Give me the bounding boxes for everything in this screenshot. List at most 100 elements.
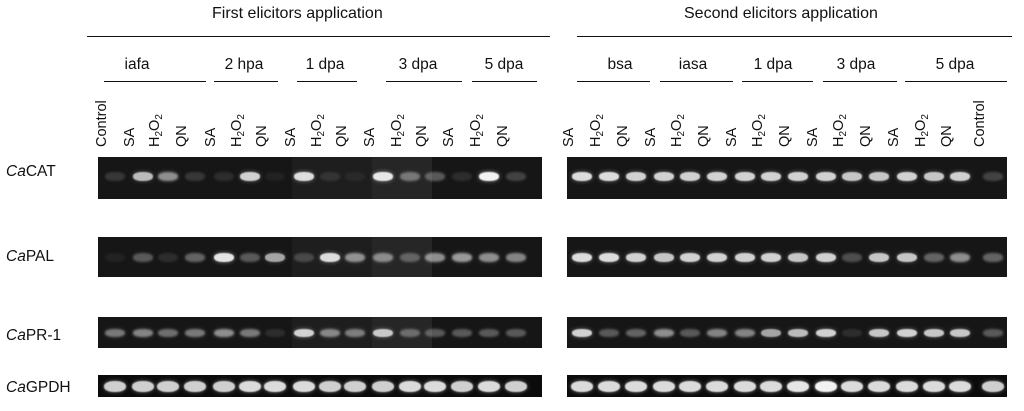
gel-band [506,171,526,181]
first-group-label: 2 hpa [224,56,264,73]
gel-band [983,252,1003,262]
gel-band [572,171,592,181]
gel-band [654,171,674,181]
gel-band [452,171,472,181]
gel-band [372,380,394,392]
gel-band [897,171,917,181]
gel-band [320,328,340,337]
gel-band [679,380,701,392]
gel-band [707,252,727,262]
gene-prefix: Ca [6,163,26,180]
gel-band [213,380,235,392]
second-gel-strip [567,375,1007,397]
lane-label-text: SA [561,127,577,147]
gel-band [133,252,153,262]
lane-label-text: SA [283,127,299,147]
lane-label-text: SA [122,127,138,147]
lane-label-text: H2O2 [588,114,606,147]
gel-band [240,328,260,337]
gel-band [345,328,365,337]
gel-band [320,252,340,262]
gel-band [319,380,341,392]
gel-band [896,380,918,392]
gel-band [451,380,473,392]
lane-label-text: QN [696,125,712,147]
first-application-header: First elicitors application [212,5,383,22]
lane-label-text: QN [414,125,430,147]
gel-band [105,328,125,337]
gel-band [816,171,836,181]
gel-band [294,328,314,337]
gel-band [869,252,889,262]
first-gel-strip [98,317,542,348]
second-group-label: 1 dpa [753,56,793,73]
second-header-rule [577,36,1012,37]
first-group-rule [214,81,278,82]
gel-band [157,380,179,392]
first-header-rule [87,36,550,37]
gel-band [599,328,619,337]
gel-band [400,252,420,262]
gel-band [158,328,178,337]
lane-label-text: H2O2 [147,114,165,147]
gel-band [950,252,970,262]
gel-band [425,328,445,337]
gel-band [707,328,727,337]
second-group-rule [823,81,897,82]
gel-band [707,171,727,181]
second-group-rule [905,81,1007,82]
gel-band [598,380,620,392]
lane-label-text: QN [174,125,190,147]
gene-prefix: Ca [6,379,26,396]
first-group-rule [297,81,357,82]
lane-label-text: QN [777,125,793,147]
gel-band [104,380,126,392]
gel-band [626,171,646,181]
gel-band [815,380,837,392]
gel-band [265,328,285,337]
lane-label-text: SA [724,127,740,147]
second-group-label: 3 dpa [836,56,876,73]
gel-band [868,380,890,392]
first-group-label: 5 dpa [484,56,524,73]
gel-band [923,380,945,392]
gel-band [626,252,646,262]
gel-band [399,380,421,392]
lane-label-text: H2O2 [913,114,931,147]
second-group-rule [577,81,650,82]
gel-band [185,171,205,181]
gel-band [924,171,944,181]
lane-label-text: H2O2 [468,114,486,147]
gel-band [425,252,445,262]
second-group-label: bsa [607,56,633,73]
second-group-label: iasa [678,56,708,73]
gel-band [571,380,593,392]
gel-band [788,252,808,262]
gel-band [506,328,526,337]
gel-band [788,328,808,337]
gel-band [240,171,260,181]
gel-band [184,380,206,392]
gel-band [897,328,917,337]
first-group-rule [386,81,462,82]
gene-suffix: PAL [25,248,54,265]
gel-band [735,171,755,181]
gene-label-pr1: CaPR-1 [6,327,61,345]
gel-band [506,252,526,262]
gene-label-cat: CaCAT [6,163,56,181]
gel-band [294,252,314,262]
gel-band [345,252,365,262]
gel-band [816,252,836,262]
gene-prefix: Ca [6,248,26,265]
lane-label-text: QN [334,125,350,147]
gel-band [761,328,781,337]
second-gel-strip [567,157,1007,199]
lane-label-text: QN [495,125,511,147]
gel-band [105,171,125,181]
gel-band [133,328,153,337]
lane-label-text: H2O2 [309,114,327,147]
second-gel-strip [567,237,1007,277]
second-group-rule [660,81,733,82]
gel-band [842,328,862,337]
gel-band [239,380,261,392]
